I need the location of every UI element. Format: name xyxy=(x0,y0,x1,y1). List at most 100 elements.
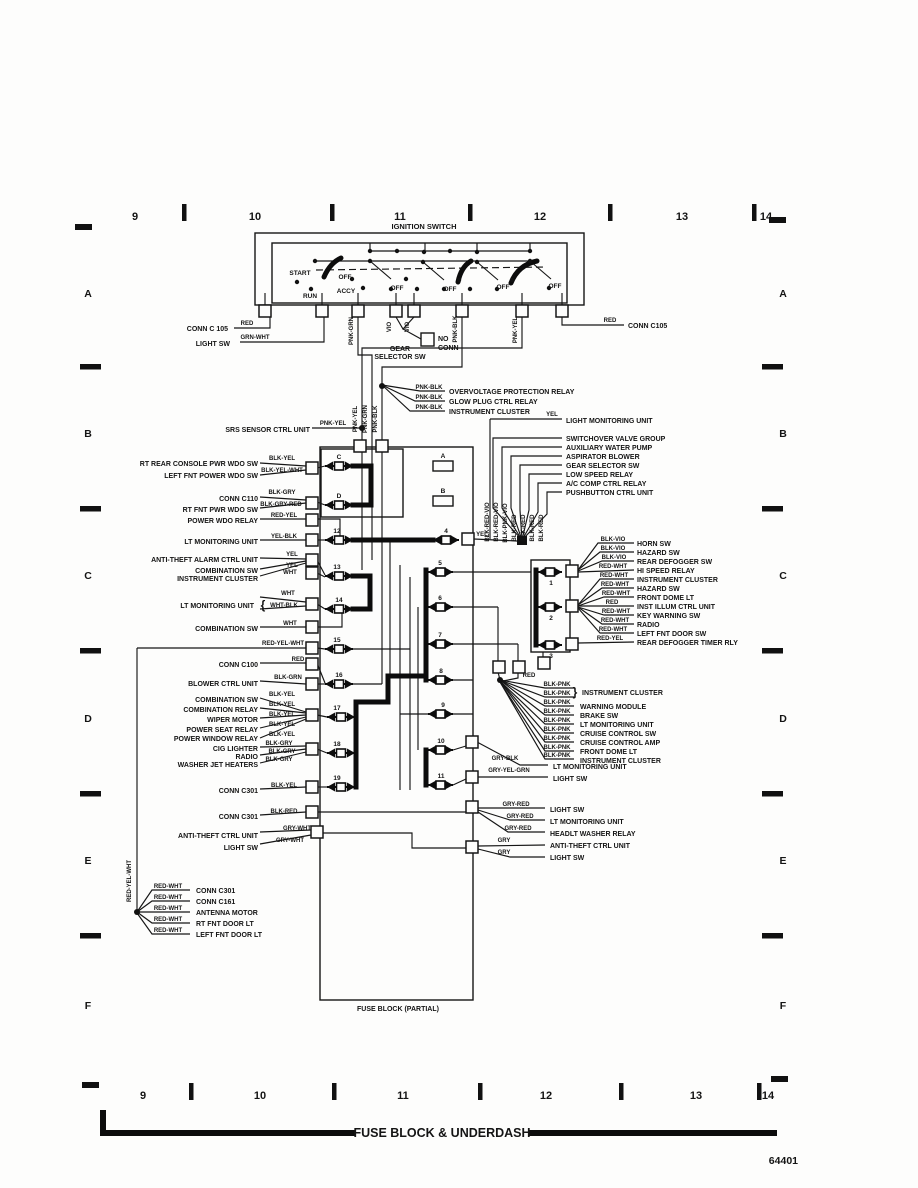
wire xyxy=(322,832,466,849)
component-label: FRONT DOME LT xyxy=(580,749,638,756)
wire-label: RED-WHT xyxy=(601,582,630,588)
wire-label: YEL xyxy=(286,552,298,558)
fuse-symbol xyxy=(428,780,436,790)
contact-dot xyxy=(394,248,400,254)
fuse-symbol xyxy=(333,604,345,614)
grid-tick xyxy=(189,1083,194,1100)
component-label: COMBINATION SW xyxy=(195,626,258,633)
wire xyxy=(577,641,635,644)
fuse-number: 17 xyxy=(333,705,341,712)
component-label: LIGHT SW xyxy=(196,341,231,348)
wire xyxy=(501,446,562,541)
grid-tick xyxy=(608,204,613,221)
connector-terminal xyxy=(565,564,579,578)
title-bar xyxy=(100,1110,355,1136)
fuse-symbol xyxy=(445,567,453,577)
wire-label: PNK-BLK xyxy=(416,405,444,411)
grid-letter: A xyxy=(779,288,787,300)
contact-dot xyxy=(546,285,552,291)
contact-dot xyxy=(441,286,447,292)
wire xyxy=(577,606,634,625)
wire xyxy=(452,778,467,786)
connector-terminal xyxy=(465,770,479,784)
wire xyxy=(259,557,307,560)
fuse-symbol xyxy=(333,500,345,510)
wire-label: WHT xyxy=(283,570,297,576)
ignition-position-label: ACCY xyxy=(337,288,356,295)
wire-label: RED xyxy=(292,657,305,663)
fuse-symbol xyxy=(335,782,347,792)
wire xyxy=(317,518,341,540)
component-label: COMBINATION RELAY xyxy=(183,707,258,714)
fuse-symbol xyxy=(347,782,355,792)
wire-label: PNK-GRN xyxy=(363,405,369,433)
wire-label: PNK-YEL xyxy=(353,406,359,433)
grid-dash xyxy=(75,224,92,230)
contact-dot xyxy=(527,258,533,264)
fuse-number: D xyxy=(337,493,342,500)
wire-label: GRY xyxy=(498,838,511,844)
wire xyxy=(477,811,545,833)
component-label: HEADLT WASHER RELAY xyxy=(550,831,636,838)
wire-label: BLK-YEL xyxy=(269,456,295,462)
wire xyxy=(259,560,307,570)
fuse-number: 16 xyxy=(335,672,343,679)
contact-dot xyxy=(312,258,318,264)
wire-label: RED-WHT xyxy=(599,564,628,570)
fuse-symbol xyxy=(325,571,333,581)
wire-label: BLK-GRY xyxy=(265,757,292,763)
fuse-symbol xyxy=(445,675,453,685)
wire-label: BLK-PNK xyxy=(544,718,572,724)
grid-dash xyxy=(80,791,101,797)
grid-number: 9 xyxy=(140,1090,146,1102)
component-label: LIGHT MONITORING UNIT xyxy=(566,418,653,425)
wire-label: GRN-WHT xyxy=(241,335,270,341)
fuse-number: 1 xyxy=(549,580,553,587)
fuse-symbol xyxy=(347,748,355,758)
grid-letter: C xyxy=(84,570,92,582)
connector-terminal xyxy=(455,304,469,318)
wire-label: BLK-YEL xyxy=(269,692,295,698)
fuse-symbol xyxy=(325,679,333,689)
wire-label: BLK-RED xyxy=(271,809,299,815)
component-label: LIGHT SW xyxy=(550,807,585,814)
component-label: INSTRUMENT CLUSTER xyxy=(637,577,718,584)
wire xyxy=(259,786,307,790)
grid-letter: C xyxy=(779,570,787,582)
component-label: CIG LIGHTER xyxy=(213,746,258,753)
fuse-symbol xyxy=(333,679,345,689)
component-label: RT FNT PWR WDO SW xyxy=(183,507,259,514)
fuse-symbol xyxy=(347,712,355,722)
grid-dash xyxy=(80,933,101,939)
component-label: HAZARD SW xyxy=(637,586,680,593)
wire xyxy=(259,462,307,467)
switch-travel-line xyxy=(315,266,547,271)
grid-letter: F xyxy=(85,1000,92,1012)
wire xyxy=(499,680,574,725)
fuse-symbol xyxy=(325,461,333,471)
connector-terminal xyxy=(305,566,319,580)
wire-label: RED-WHT xyxy=(602,591,631,597)
switch-lever xyxy=(321,255,344,280)
wire-label: RED-YEL-WHT xyxy=(127,860,133,902)
wire xyxy=(369,260,392,280)
fuse-symbol xyxy=(428,602,436,612)
wire xyxy=(561,317,624,326)
wire xyxy=(577,560,634,572)
wire xyxy=(499,681,574,760)
wire xyxy=(381,384,445,402)
wire-label: YEL xyxy=(476,532,488,538)
component-label: CONN C110 xyxy=(219,496,258,503)
fuse-symbol xyxy=(325,535,333,545)
grid-letter: D xyxy=(84,713,92,725)
wire xyxy=(473,538,518,542)
wire xyxy=(357,317,373,447)
fuse-symbol xyxy=(544,640,556,650)
grid-letter: A xyxy=(84,288,92,300)
wire xyxy=(577,542,634,571)
fuse-symbol xyxy=(333,644,345,654)
component-label: LT MONITORING UNIT xyxy=(184,539,258,546)
grid-dash xyxy=(762,506,783,512)
contact-dot xyxy=(294,279,300,285)
